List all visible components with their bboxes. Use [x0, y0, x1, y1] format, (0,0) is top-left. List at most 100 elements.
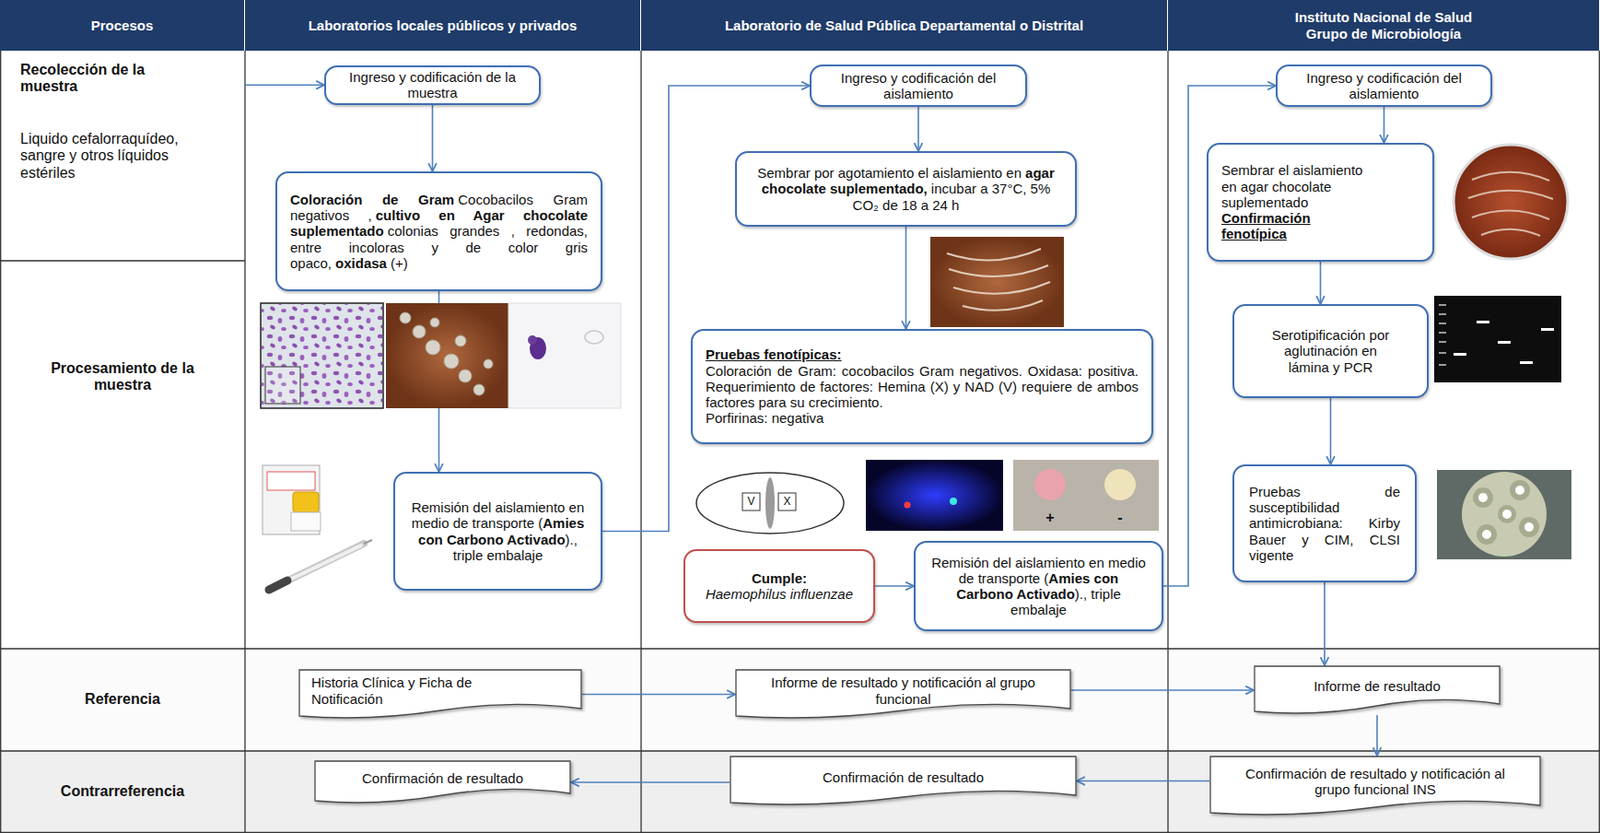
- node-text: Coloración de Gram: [290, 191, 455, 208]
- table-line: [1167, 50, 1168, 833]
- flow-arrow: [875, 584, 914, 587]
- oxidase-photo: [584, 330, 604, 344]
- antibiogram-photo: [1461, 471, 1547, 557]
- antibiogram-photo: [1472, 479, 1540, 545]
- table-line: [244, 50, 246, 833]
- row-ground: [0, 750, 1600, 833]
- pcr-gel-photo: [1438, 313, 1447, 316]
- agar-plate-photo: [1481, 229, 1541, 236]
- node-text: Pruebas fenotípicas:: [705, 346, 1139, 363]
- flow-arrow: [1383, 106, 1386, 143]
- flow-arrow: [905, 226, 908, 329]
- agar-plate-photo: [473, 384, 485, 396]
- agar-plate-photo: [930, 236, 1064, 328]
- node-text: Procesamiento de la muestra: [35, 360, 211, 395]
- factor-test-diagram: [765, 477, 775, 529]
- porphyrin-uv-photo: [865, 459, 1004, 531]
- transport-kit-photo: [268, 543, 364, 590]
- pcr-gel-photo: [1519, 361, 1533, 364]
- table-line: [0, 50, 1600, 833]
- document-outline: [730, 756, 1076, 805]
- process-box: Sembrar el aislamiento en agar chocolate…: [1206, 142, 1435, 262]
- document-outline: [1210, 756, 1541, 815]
- node-text: Laboratorio de Salud Pública Departament…: [724, 17, 1084, 34]
- table-line: [0, 647, 1600, 649]
- process-box: Pruebas fenotípicas:Coloración de Gram: …: [690, 328, 1154, 444]
- color-test-photo: [1034, 468, 1066, 501]
- result-box: Cumple:Haemophilus influenzae: [683, 548, 876, 623]
- node-text: Contrarreferencia: [60, 782, 185, 800]
- text-group: Recolección de la muestraLiquido cefalor…: [20, 61, 205, 182]
- table-line: [0, 50, 1, 833]
- image-label: V: [742, 492, 760, 511]
- text-group: Ingreso y codificación de la muestra: [335, 69, 530, 102]
- agar-plate-photo: [1471, 172, 1550, 181]
- color-test-photo: [1013, 459, 1159, 531]
- color-test-photo: [1013, 459, 1159, 531]
- agar-plate-photo: [412, 325, 426, 339]
- pcr-gel-photo: [1438, 322, 1447, 325]
- agar-plate-photo: [1468, 172, 1554, 236]
- agar-plate-photo: [930, 236, 1064, 328]
- pcr-gel-photo: [1438, 340, 1447, 343]
- agar-plate-photo: [385, 303, 509, 409]
- flow-arrow: [1330, 397, 1332, 465]
- node-text: Historia Clínica y Ficha de Notificación: [311, 674, 500, 707]
- text-group: Confirmación de resultado: [362, 770, 524, 786]
- node-text: Confirmación de resultado y notificación…: [1237, 765, 1514, 798]
- pcr-gel-photo: [1438, 331, 1447, 334]
- header-cell: Laboratorio de Salud Pública Departament…: [641, 0, 1168, 51]
- transport-kit-photo: [292, 491, 319, 513]
- node-text: Serotipificación por aglutinación en lám…: [1265, 327, 1396, 375]
- oxidase-photo: [508, 303, 621, 409]
- flow-arrow: [1376, 714, 1379, 756]
- text-group: Pruebas fenotípicas:Coloración de Gram: …: [705, 346, 1139, 426]
- text-group: Sembrar el aislamiento en agar chocolate…: [1221, 162, 1368, 242]
- document-box: Historia Clínica y Ficha de Notificación: [298, 668, 583, 720]
- flow-arrow: [917, 106, 920, 152]
- agar-plate-photo: [1453, 144, 1568, 259]
- gram-stain-photo: [261, 303, 383, 408]
- agar-plate-photo: [455, 335, 467, 347]
- factor-test-diagram: [742, 492, 760, 511]
- node-text: Liquido cefalorraquídeo, sangre y otros …: [20, 130, 205, 182]
- document-outline: [735, 669, 1071, 718]
- antibiogram-photo: [1436, 469, 1572, 560]
- agar-plate-photo: [962, 300, 1043, 311]
- agar-plate-photo: [948, 265, 1049, 277]
- table-line: [0, 259, 246, 261]
- node-text: Sembrar por agotamiento el aislamiento e…: [757, 164, 1022, 181]
- node-text: Ingreso y codificación de la muestra: [335, 69, 530, 102]
- agar-plate-photo: [1468, 190, 1554, 199]
- row-label-cell: Recolección de la muestraLiquido cefalor…: [0, 50, 246, 261]
- pcr-gel-photo: [1497, 340, 1511, 344]
- text-group: Confirmación de resultado y notificación…: [1237, 765, 1514, 798]
- process-box: Sembrar por agotamiento el aislamiento e…: [735, 151, 1077, 227]
- transport-kit-photo: [363, 539, 373, 544]
- process-box: Ingreso y codificación del aislamiento: [1275, 64, 1493, 107]
- transport-kit-photo: [262, 465, 373, 590]
- agar-plate-photo: [430, 317, 440, 328]
- document-outline: [299, 669, 582, 718]
- flow-arrow: [1319, 261, 1322, 304]
- text-group: Informe de resultado y notificación al g…: [753, 674, 1053, 707]
- porphyrin-uv-photo: [949, 497, 958, 505]
- pcr-gel-photo: [1438, 303, 1447, 306]
- text-group: Contrarreferencia: [60, 782, 185, 800]
- agar-plate-photo: [946, 248, 1041, 260]
- flow-arrow: [245, 83, 325, 86]
- antibiogram-photo: [1515, 485, 1525, 495]
- agar-plate-photo: [399, 312, 493, 396]
- pcr-gel-photo: [1453, 352, 1467, 356]
- flow-arrow: [1071, 689, 1254, 691]
- pcr-gel-photo: [1434, 295, 1562, 383]
- flow-arrow: [571, 781, 730, 783]
- text-group: Sembrar por agotamiento el aislamiento e…: [749, 164, 1063, 213]
- oxidase-photo: [508, 303, 621, 409]
- agar-plate-photo: [399, 312, 411, 324]
- node-text: Instituto Nacional de Salud Grupo de Mic…: [1272, 9, 1495, 42]
- factor-test-diagram: [693, 469, 848, 537]
- node-text: Procesos: [91, 17, 154, 34]
- document-outline: [315, 760, 571, 803]
- flow-arrow: [1323, 582, 1326, 666]
